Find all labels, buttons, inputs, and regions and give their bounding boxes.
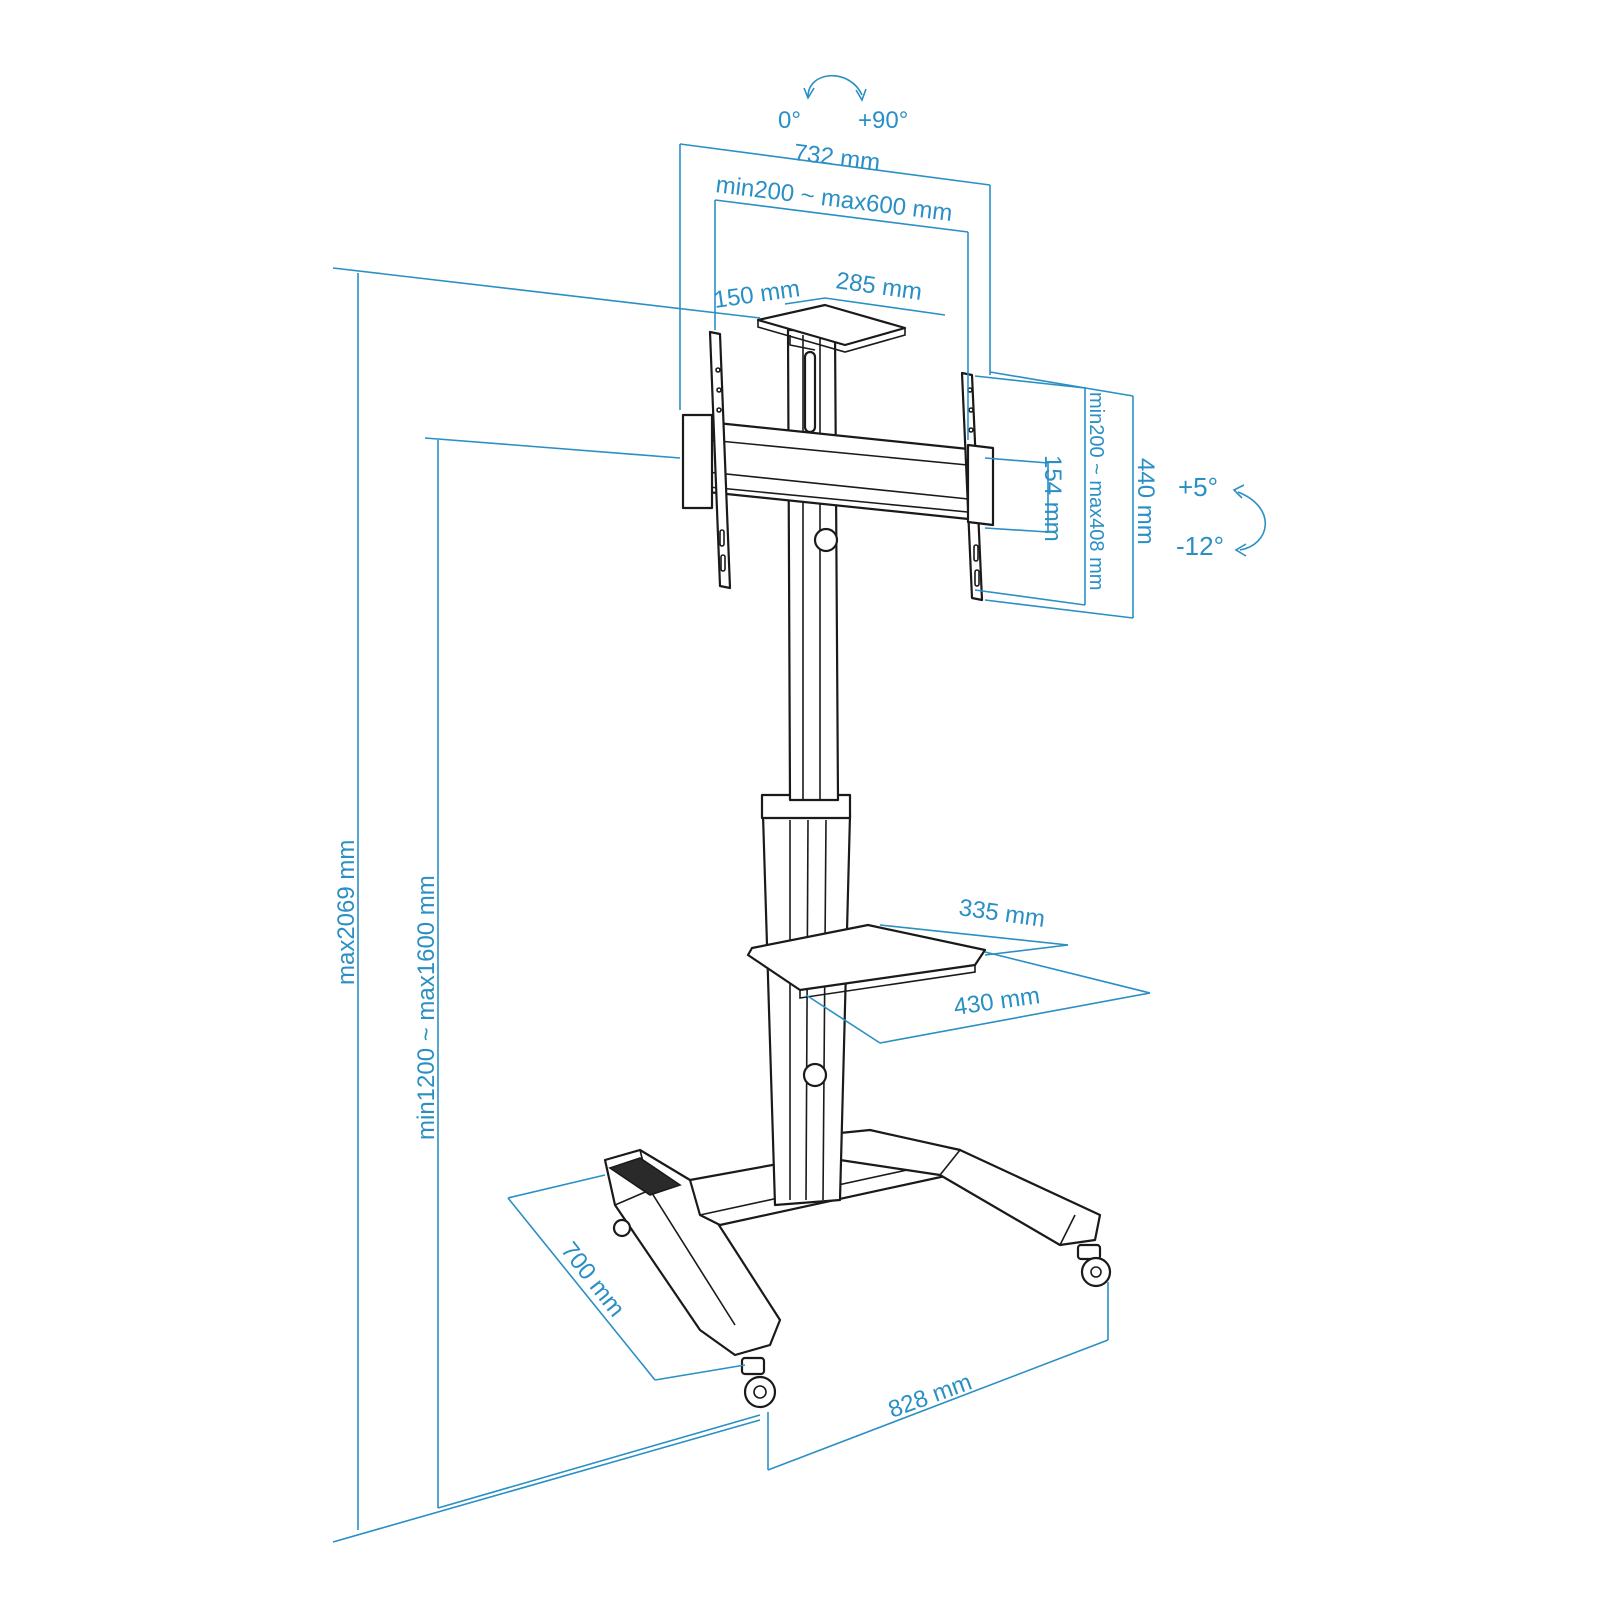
label-tray-285: 285 mm	[834, 267, 924, 306]
tilt-arrow-icon	[1232, 484, 1267, 557]
top-tray	[756, 303, 907, 353]
label-vesa-vertical: min200 ~ max408 mm	[1085, 392, 1107, 590]
label-base-828: 828 mm	[885, 1369, 976, 1424]
column-upper	[786, 328, 840, 802]
label-height-440: 440 mm	[1132, 458, 1159, 545]
label-tilt-down: -12°	[1176, 531, 1224, 561]
label-width-732: 732 mm	[792, 139, 881, 176]
caster-back-left	[612, 1218, 632, 1238]
label-center-height: min1200 ~ max1600 mm	[413, 875, 440, 1140]
label-total-height: max2069 mm	[333, 840, 360, 985]
label-tray-150: 150 mm	[712, 275, 802, 314]
rotate-arrow-icon	[803, 74, 867, 102]
label-rotation-0: 0°	[778, 107, 801, 134]
mounting-rail	[686, 418, 980, 522]
dimension-lines	[332, 143, 1151, 1543]
column-lower	[760, 793, 852, 1207]
label-tilt-up: +5°	[1178, 472, 1218, 502]
base-right-leg	[818, 1128, 1102, 1247]
label-bracket-154: 154 mm	[1039, 455, 1066, 542]
label-rotation-90: +90°	[858, 107, 908, 134]
shelf	[746, 923, 987, 999]
label-base-700: 700 mm	[555, 1237, 630, 1322]
bracket-left	[681, 330, 732, 590]
tv-cart-drawing	[603, 303, 1112, 1409]
label-vesa-horizontal: min200 ~ max600 mm	[714, 171, 954, 227]
bracket-right	[960, 371, 995, 602]
caster-front-right	[1076, 1243, 1112, 1288]
base-left-leg	[603, 1148, 782, 1357]
caster-front-left	[740, 1356, 777, 1409]
label-shelf-335: 335 mm	[957, 894, 1047, 933]
